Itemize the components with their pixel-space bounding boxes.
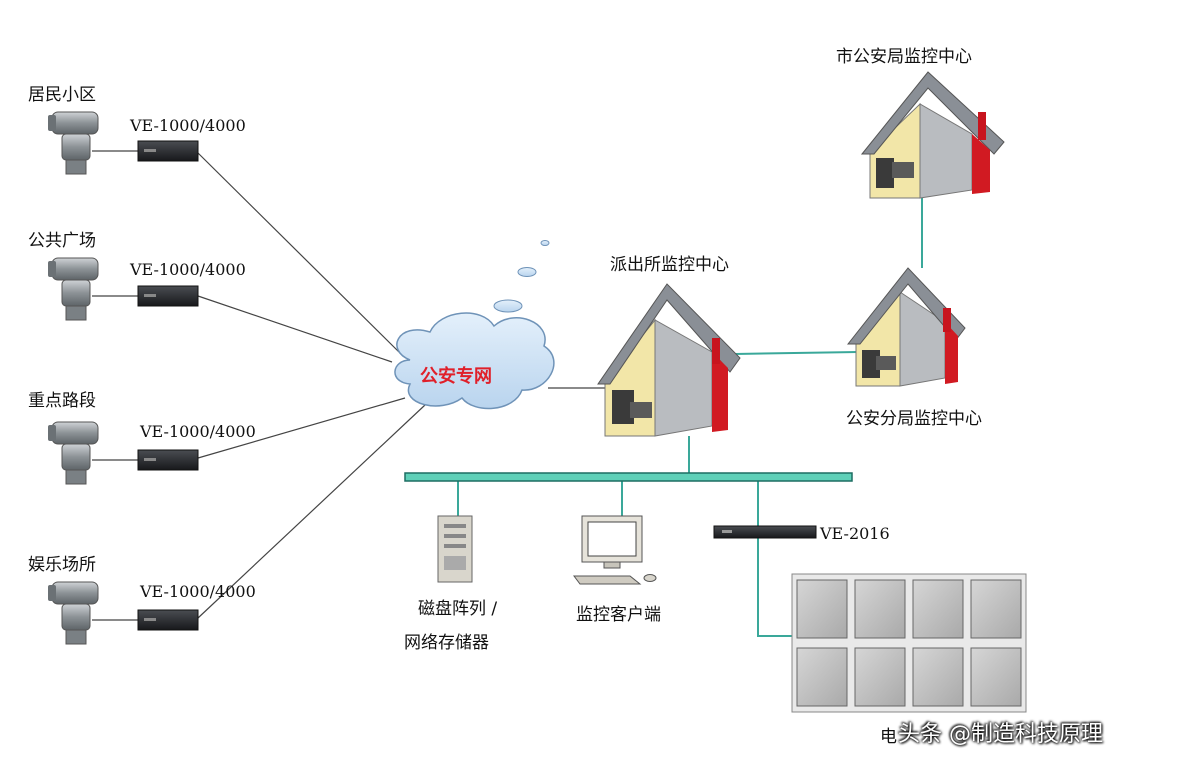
- city-bureau-house-icon: [860, 71, 1005, 199]
- wall-screens: [796, 579, 1022, 707]
- source-label: 娱乐场所: [28, 555, 96, 575]
- video-wall-label: 电: [880, 727, 897, 747]
- encoder-model: VE-1000/4000: [130, 116, 246, 135]
- link-2: [197, 295, 393, 363]
- link-3: [197, 397, 406, 459]
- client-label: 监控客户端: [576, 605, 661, 625]
- client-computer-icon: [573, 515, 657, 585]
- decoder-label: VE-2016: [820, 524, 890, 543]
- branch-bureau-house-icon: [846, 267, 966, 387]
- station-center-label: 派出所监控中心: [610, 255, 729, 275]
- encoder-model: VE-1000/4000: [130, 260, 246, 279]
- encoder-links: [92, 150, 605, 621]
- station-to-branch: [734, 351, 859, 355]
- source-label: 公共广场: [28, 231, 96, 251]
- storage-label-line2: 网络存储器: [404, 633, 489, 653]
- encoder-model: VE-1000/4000: [140, 422, 256, 441]
- lan-links: [457, 196, 923, 637]
- encoder-icon: [137, 140, 199, 162]
- storage-label-line1: 磁盘阵列 /: [418, 599, 498, 619]
- encoder-icon: [137, 285, 199, 307]
- camera-icon: [48, 257, 99, 321]
- link-4: [197, 404, 426, 619]
- network-label: 公安专网: [420, 366, 492, 387]
- decoder-to-wall: [757, 538, 795, 637]
- decoder-icon: [713, 525, 817, 539]
- camera-icon: [48, 421, 99, 485]
- encoder-icons: [137, 140, 199, 631]
- source-label: 重点路段: [28, 391, 96, 411]
- source-label: 居民小区: [28, 85, 96, 105]
- encoder-icon: [137, 609, 199, 631]
- encoder-icon: [137, 449, 199, 471]
- branch-center-label: 公安分局监控中心: [846, 409, 982, 429]
- camera-icon: [48, 581, 99, 645]
- police-station-house-icon: [597, 283, 741, 437]
- camera-icon: [48, 111, 99, 175]
- video-wall-icon: [791, 573, 1027, 713]
- lan-bus: [404, 472, 853, 482]
- city-center-label: 市公安局监控中心: [836, 47, 972, 67]
- encoder-model: VE-1000/4000: [140, 582, 256, 601]
- cloud-icon: [394, 240, 555, 410]
- link-1: [197, 152, 403, 356]
- storage-tower-icon: [437, 515, 473, 583]
- camera-icons: [48, 111, 99, 645]
- watermark: 头条 @制造科技原理: [898, 722, 1103, 747]
